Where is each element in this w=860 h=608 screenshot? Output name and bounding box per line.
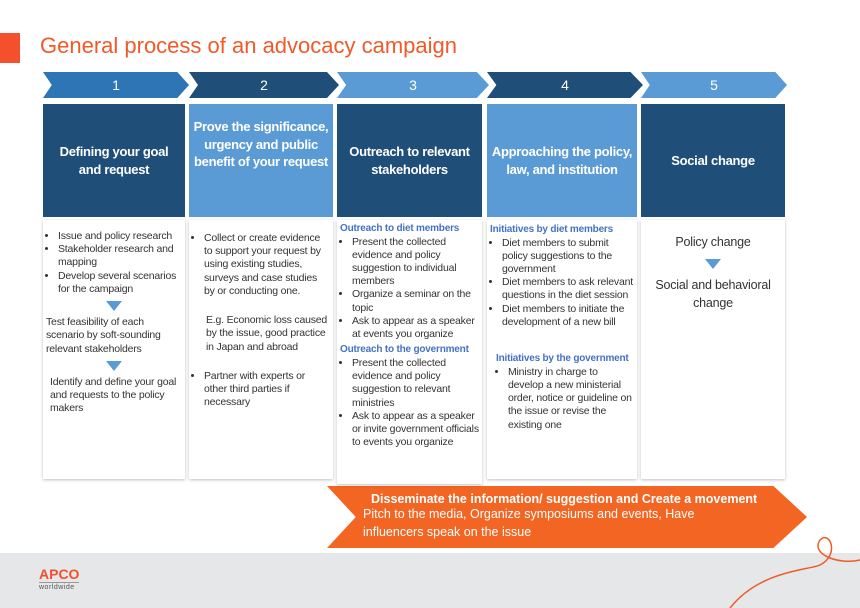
- step-content-4: Initiatives by diet members Diet members…: [487, 220, 637, 479]
- list-item: Issue and policy research: [58, 230, 182, 243]
- list-item: Present the collected evidence and polic…: [352, 236, 479, 289]
- list-item: Present the collected evidence and polic…: [352, 357, 479, 410]
- banner-body: Pitch to the media, Organize symposiums …: [363, 507, 695, 539]
- step-content-5: Policy change Social and behavioral chan…: [641, 220, 785, 479]
- list-item: Organize a seminar on the topic: [352, 288, 479, 314]
- decorative-swirl: [729, 537, 860, 608]
- outcome-text: Policy change: [675, 235, 751, 249]
- subheading: Outreach to the government: [340, 344, 469, 356]
- list-item: Develop several scenarios for the campai…: [58, 270, 182, 296]
- disseminate-banner: Disseminate the information/ suggestion …: [327, 486, 807, 548]
- step-header-1: Defining your goal and request: [43, 104, 185, 217]
- list-item: Diet members to initiate the development…: [502, 303, 634, 329]
- page-title: General process of an advocacy campaign: [40, 33, 458, 58]
- title-accent: [0, 33, 20, 63]
- list-item: Stakeholder research and mapping: [58, 243, 182, 269]
- down-arrow-icon: [106, 360, 122, 371]
- banner-title: Disseminate the information/ suggestion …: [371, 492, 758, 506]
- step-text: Identify and define your goal and reques…: [50, 375, 177, 415]
- step-content-3: Outreach to diet members Present the col…: [337, 220, 482, 484]
- footer: APCO worldwide: [0, 553, 860, 608]
- logo: APCO: [39, 566, 80, 583]
- subheading: Initiatives by diet members: [490, 224, 613, 235]
- example-text: E.g. Economic loss caused by the issue, …: [206, 314, 328, 353]
- list-item: Collect or create evidence to support yo…: [204, 232, 330, 298]
- down-arrow-icon: [106, 301, 122, 312]
- step-header-5: Social change: [641, 104, 785, 217]
- step-content-1: Issue and policy research Stakeholder re…: [43, 220, 185, 479]
- step-arrow-4: 4: [487, 72, 643, 98]
- subheading: Outreach to diet members: [340, 223, 460, 234]
- outcome-text: Social and behavioral change: [655, 278, 771, 310]
- step-header-4: Approaching the policy, law, and institu…: [487, 104, 637, 217]
- step-arrow-3: 3: [337, 72, 489, 98]
- step-arrow-5: 5: [641, 72, 787, 98]
- step-header-2: Prove the significance, urgency and publ…: [189, 104, 333, 217]
- logo-subtitle: worldwide: [39, 584, 75, 591]
- list-item: Partner with experts or other third part…: [204, 370, 330, 410]
- step-header-3: Outreach to relevant stakeholders: [337, 104, 482, 217]
- step-text: Test feasibility of each scenario by sof…: [46, 316, 161, 355]
- subheading: Initiatives by the government: [496, 353, 629, 365]
- list-item: Diet members to submit policy suggestion…: [502, 237, 634, 277]
- down-arrow-icon: [705, 259, 721, 270]
- list-item: Ask to appear as a speaker at events you…: [352, 315, 479, 341]
- list-item: Diet members to ask relevant questions i…: [502, 276, 634, 302]
- step-arrow-2: 2: [189, 72, 339, 98]
- step-arrow-1: 1: [43, 72, 189, 98]
- list-item: Ask to appear as a speaker or invite gov…: [352, 410, 479, 450]
- list-item: Ministry in charge to develop a new mini…: [508, 366, 634, 432]
- step-content-2: Collect or create evidence to support yo…: [189, 220, 333, 479]
